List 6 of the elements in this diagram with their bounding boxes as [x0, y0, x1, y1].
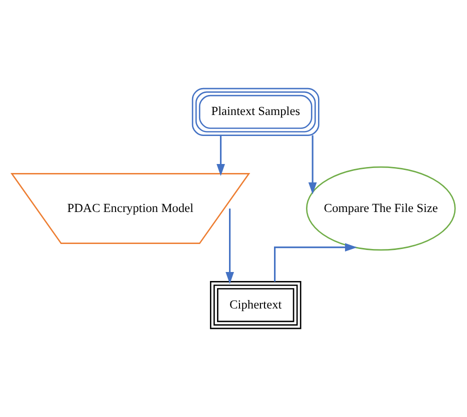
arrow — [226, 208, 234, 284]
arrow — [274, 243, 358, 282]
arrow — [308, 135, 317, 194]
arrow — [216, 135, 225, 176]
node-box: Ciphertext — [210, 281, 302, 330]
node-box: Plaintext Samples — [192, 88, 320, 136]
